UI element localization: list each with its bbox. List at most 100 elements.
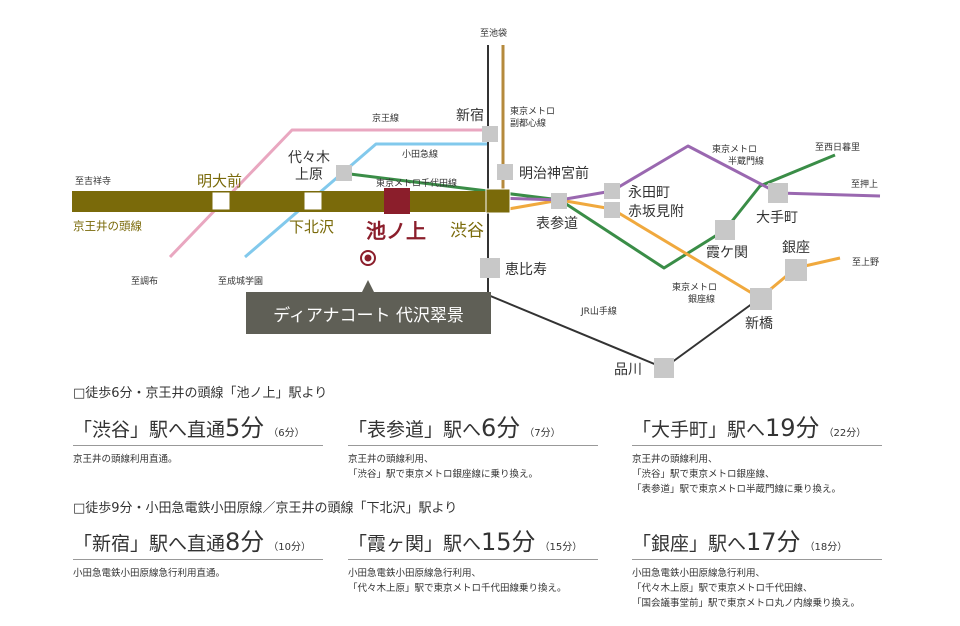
route-pre: 「表参道」駅へ — [348, 419, 482, 441]
route-shinjuku: 「新宿」駅へ直通8分（10分） 小田急電鉄小田原線急行利用直通。 — [73, 522, 323, 581]
route-sub: （15分） — [539, 542, 583, 553]
line-odakyu-label: 小田急線 — [402, 148, 438, 160]
inokashira-line — [72, 191, 497, 212]
label-omotesando: 表参道 — [536, 215, 578, 232]
route-pre: 「霞ヶ関」駅へ — [348, 533, 482, 555]
route-desc: 小田急電鉄小田原線急行利用、「代々木上原」駅で東京メトロ千代田線乗り換え。 — [348, 566, 598, 596]
route-min: 6分 — [481, 414, 521, 442]
label-meidaimae: 明大前 — [197, 172, 242, 190]
station-shinagawa — [654, 358, 674, 378]
route-desc-line: 京王井の頭線利用直通。 — [73, 454, 178, 465]
line-ginza-l2: 銀座線 — [688, 293, 715, 305]
route-sub: （18分） — [804, 542, 848, 553]
chiyoda-line — [341, 153, 836, 270]
dest-oshiage: 至押上 — [851, 178, 878, 190]
route-desc-line: 小田急電鉄小田原線急行利用直通。 — [73, 568, 226, 579]
station-ebisu — [480, 258, 500, 278]
label-akasakamitsuke: 赤坂見附 — [628, 204, 684, 220]
label-yoyogiuehara: 代々木上原 — [288, 150, 330, 183]
line-hanzomon-l2: 半蔵門線 — [728, 155, 764, 167]
line-hanzomon-label: 東京メトロ半蔵門線 — [712, 143, 764, 167]
route-desc-line: 「渋谷」駅で東京メトロ銀座線に乗り換え。 — [348, 469, 539, 480]
route-desc-line: 小田急電鉄小田原線急行利用、 — [632, 568, 766, 579]
label-ebisu: 恵比寿 — [505, 261, 547, 278]
route-min: 15分 — [481, 528, 536, 556]
station-ginza — [785, 259, 807, 281]
route-shibuya: 「渋谷」駅へ直通5分（6分） 京王井の頭線利用直通。 — [73, 408, 323, 467]
station-shibuya — [485, 188, 511, 214]
station-akasakamitsuke — [604, 202, 620, 218]
station-otemachi — [768, 183, 788, 203]
station-meijijingumae — [497, 164, 513, 180]
station-nagatacho — [604, 183, 620, 199]
route-min: 19分 — [765, 414, 820, 442]
line-ginza-l1: 東京メトロ — [672, 281, 717, 293]
dest-chofu: 至調布 — [131, 275, 158, 287]
route-min: 8分 — [225, 528, 265, 556]
route-desc-line: 京王井の頭線利用、 — [632, 454, 718, 465]
route-pre: 「大手町」駅へ — [632, 419, 766, 441]
label-shinjuku: 新宿 — [456, 107, 484, 124]
station-meidaimae — [211, 191, 231, 211]
route-title: 「新宿」駅へ直通8分（10分） — [73, 522, 323, 560]
route-desc-line: 「表参道」駅で東京メトロ半蔵門線に乗り換え。 — [632, 484, 842, 495]
dest-nishinippori: 至西日暮里 — [815, 141, 860, 153]
station-shimbashi — [750, 288, 772, 310]
section2-heading: □徒歩9分・小田急電鉄小田原線／京王井の頭線「下北沢」駅より — [73, 501, 458, 516]
label-shimokitazawa: 下北沢 — [289, 218, 334, 236]
property-callout: ディアナコート 代沢翠景 — [246, 292, 491, 334]
route-title: 「霞ヶ関」駅へ15分（15分） — [348, 522, 598, 560]
route-desc: 京王井の頭線利用直通。 — [73, 452, 323, 467]
route-desc-line: 京王井の頭線利用、 — [348, 454, 434, 465]
route-pre: 「銀座」駅へ — [632, 533, 747, 555]
dest-ikebukuro: 至池袋 — [480, 27, 507, 39]
line-fukutoshin-label: 東京メトロ副都心線 — [510, 105, 555, 129]
station-shimokitazawa — [303, 191, 323, 211]
route-pre: 「新宿」駅へ直通 — [73, 533, 226, 555]
route-title: 「表参道」駅へ6分（7分） — [348, 408, 598, 446]
route-min: 17分 — [746, 528, 801, 556]
label-ikenoue: 池ノ上 — [366, 219, 426, 243]
keio-line — [168, 128, 488, 259]
callout-pointer — [362, 280, 374, 292]
route-desc-line: 「代々木上原」駅で東京メトロ千代田線乗り換え。 — [348, 583, 567, 594]
station-ikenoue — [384, 188, 410, 214]
label-yoyogiuehara-l1: 代々木 — [288, 150, 330, 166]
line-keio-label: 京王線 — [372, 112, 399, 124]
label-shimbashi: 新橋 — [745, 316, 773, 332]
line-yamanote-label: JR山手線 — [580, 305, 617, 317]
station-omotesando — [551, 193, 567, 209]
route-ginza: 「銀座」駅へ17分（18分） 小田急電鉄小田原線急行利用、「代々木上原」駅で東京… — [632, 522, 882, 611]
route-kasumigaseki: 「霞ヶ関」駅へ15分（15分） 小田急電鉄小田原線急行利用、「代々木上原」駅で東… — [348, 522, 598, 596]
line-ginza-label: 東京メトロ銀座線 — [672, 281, 717, 305]
route-desc-line: 「代々木上原」駅で東京メトロ千代田線、 — [632, 583, 813, 594]
route-omotesando: 「表参道」駅へ6分（7分） 京王井の頭線利用、「渋谷」駅で東京メトロ銀座線に乗り… — [348, 408, 598, 482]
label-yoyogiuehara-l2: 上原 — [295, 167, 323, 183]
route-otemachi: 「大手町」駅へ19分（22分） 京王井の頭線利用、「渋谷」駅で東京メトロ銀座線、… — [632, 408, 882, 497]
route-sub: （6分） — [268, 428, 305, 439]
route-desc: 小田急電鉄小田原線急行利用直通。 — [73, 566, 323, 581]
route-sub: （22分） — [823, 428, 867, 439]
line-fukutoshin-l2: 副都心線 — [510, 117, 546, 129]
dest-seijo: 至成城学園 — [218, 275, 263, 287]
label-kasumigaseki: 霞ケ関 — [706, 245, 748, 261]
line-chiyoda-label: 東京メトロ千代田線 — [376, 177, 457, 189]
line-inokashira-label: 京王井の頭線 — [73, 219, 142, 233]
route-title: 「渋谷」駅へ直通5分（6分） — [73, 408, 323, 446]
route-desc-line: 小田急電鉄小田原線急行利用、 — [348, 568, 482, 579]
dest-ueno: 至上野 — [852, 257, 879, 268]
property-marker — [360, 250, 376, 266]
line-fukutoshin-l1: 東京メトロ — [510, 105, 555, 117]
route-sub: （7分） — [524, 428, 561, 439]
route-desc: 京王井の頭線利用、「渋谷」駅で東京メトロ銀座線に乗り換え。 — [348, 452, 598, 482]
dest-kichijoji: 至吉祥寺 — [75, 175, 111, 187]
route-desc-line: 「渋谷」駅で東京メトロ銀座線、 — [632, 469, 775, 480]
route-desc-line: 「国会議事堂前」駅で東京メトロ丸ノ内線乗り換え。 — [632, 598, 861, 609]
label-nagatacho: 永田町 — [628, 185, 670, 201]
odakyu-line — [244, 142, 488, 259]
yamanote-line — [487, 45, 761, 369]
label-otemachi: 大手町 — [756, 210, 798, 226]
station-kasumigaseki — [715, 220, 735, 240]
label-shibuya: 渋谷 — [450, 221, 484, 241]
